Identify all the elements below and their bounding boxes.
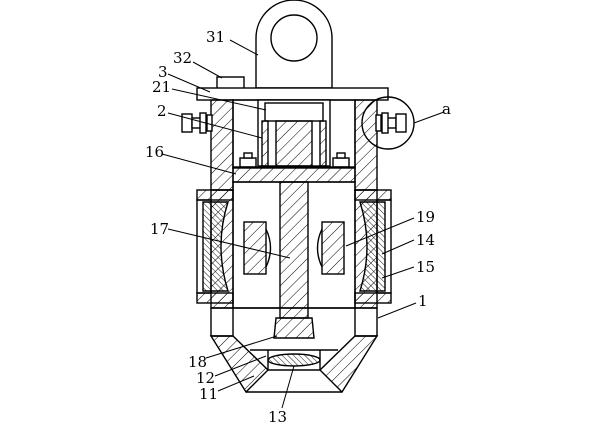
lens xyxy=(267,353,321,367)
lifting-ring xyxy=(255,0,333,89)
label-11: 11 xyxy=(199,385,218,403)
mid-plate xyxy=(232,166,356,183)
top-plate xyxy=(196,87,389,101)
label-16: 16 xyxy=(145,143,164,161)
label-a: a xyxy=(442,100,451,118)
left-side-pad xyxy=(196,189,234,304)
label-31: 31 xyxy=(206,28,225,46)
right-side-pad xyxy=(354,189,392,304)
label-3: 3 xyxy=(158,63,168,81)
roller-right xyxy=(316,221,345,275)
left-screw xyxy=(181,112,213,134)
label-32: 32 xyxy=(173,49,192,67)
label-15: 15 xyxy=(416,258,435,276)
central-shaft xyxy=(279,181,309,319)
right-screw xyxy=(375,112,407,134)
label-21: 21 xyxy=(152,78,171,96)
label-17: 17 xyxy=(150,220,169,238)
lower-housing xyxy=(209,307,379,394)
label-1: 1 xyxy=(418,292,428,310)
label-19: 19 xyxy=(416,208,435,226)
label-2: 2 xyxy=(157,102,167,120)
label-13: 13 xyxy=(268,408,287,426)
top-block xyxy=(216,76,245,90)
roller-left xyxy=(243,221,272,275)
label-14: 14 xyxy=(416,231,435,249)
part-labels: 31 32 3 21 2 16 17 19 14 15 1 18 12 11 1… xyxy=(145,28,451,426)
label-18: 18 xyxy=(188,353,207,371)
leader-lines xyxy=(161,39,445,409)
label-12: 12 xyxy=(196,369,215,387)
nozzle-block xyxy=(273,317,315,339)
motor-housing xyxy=(257,99,331,167)
